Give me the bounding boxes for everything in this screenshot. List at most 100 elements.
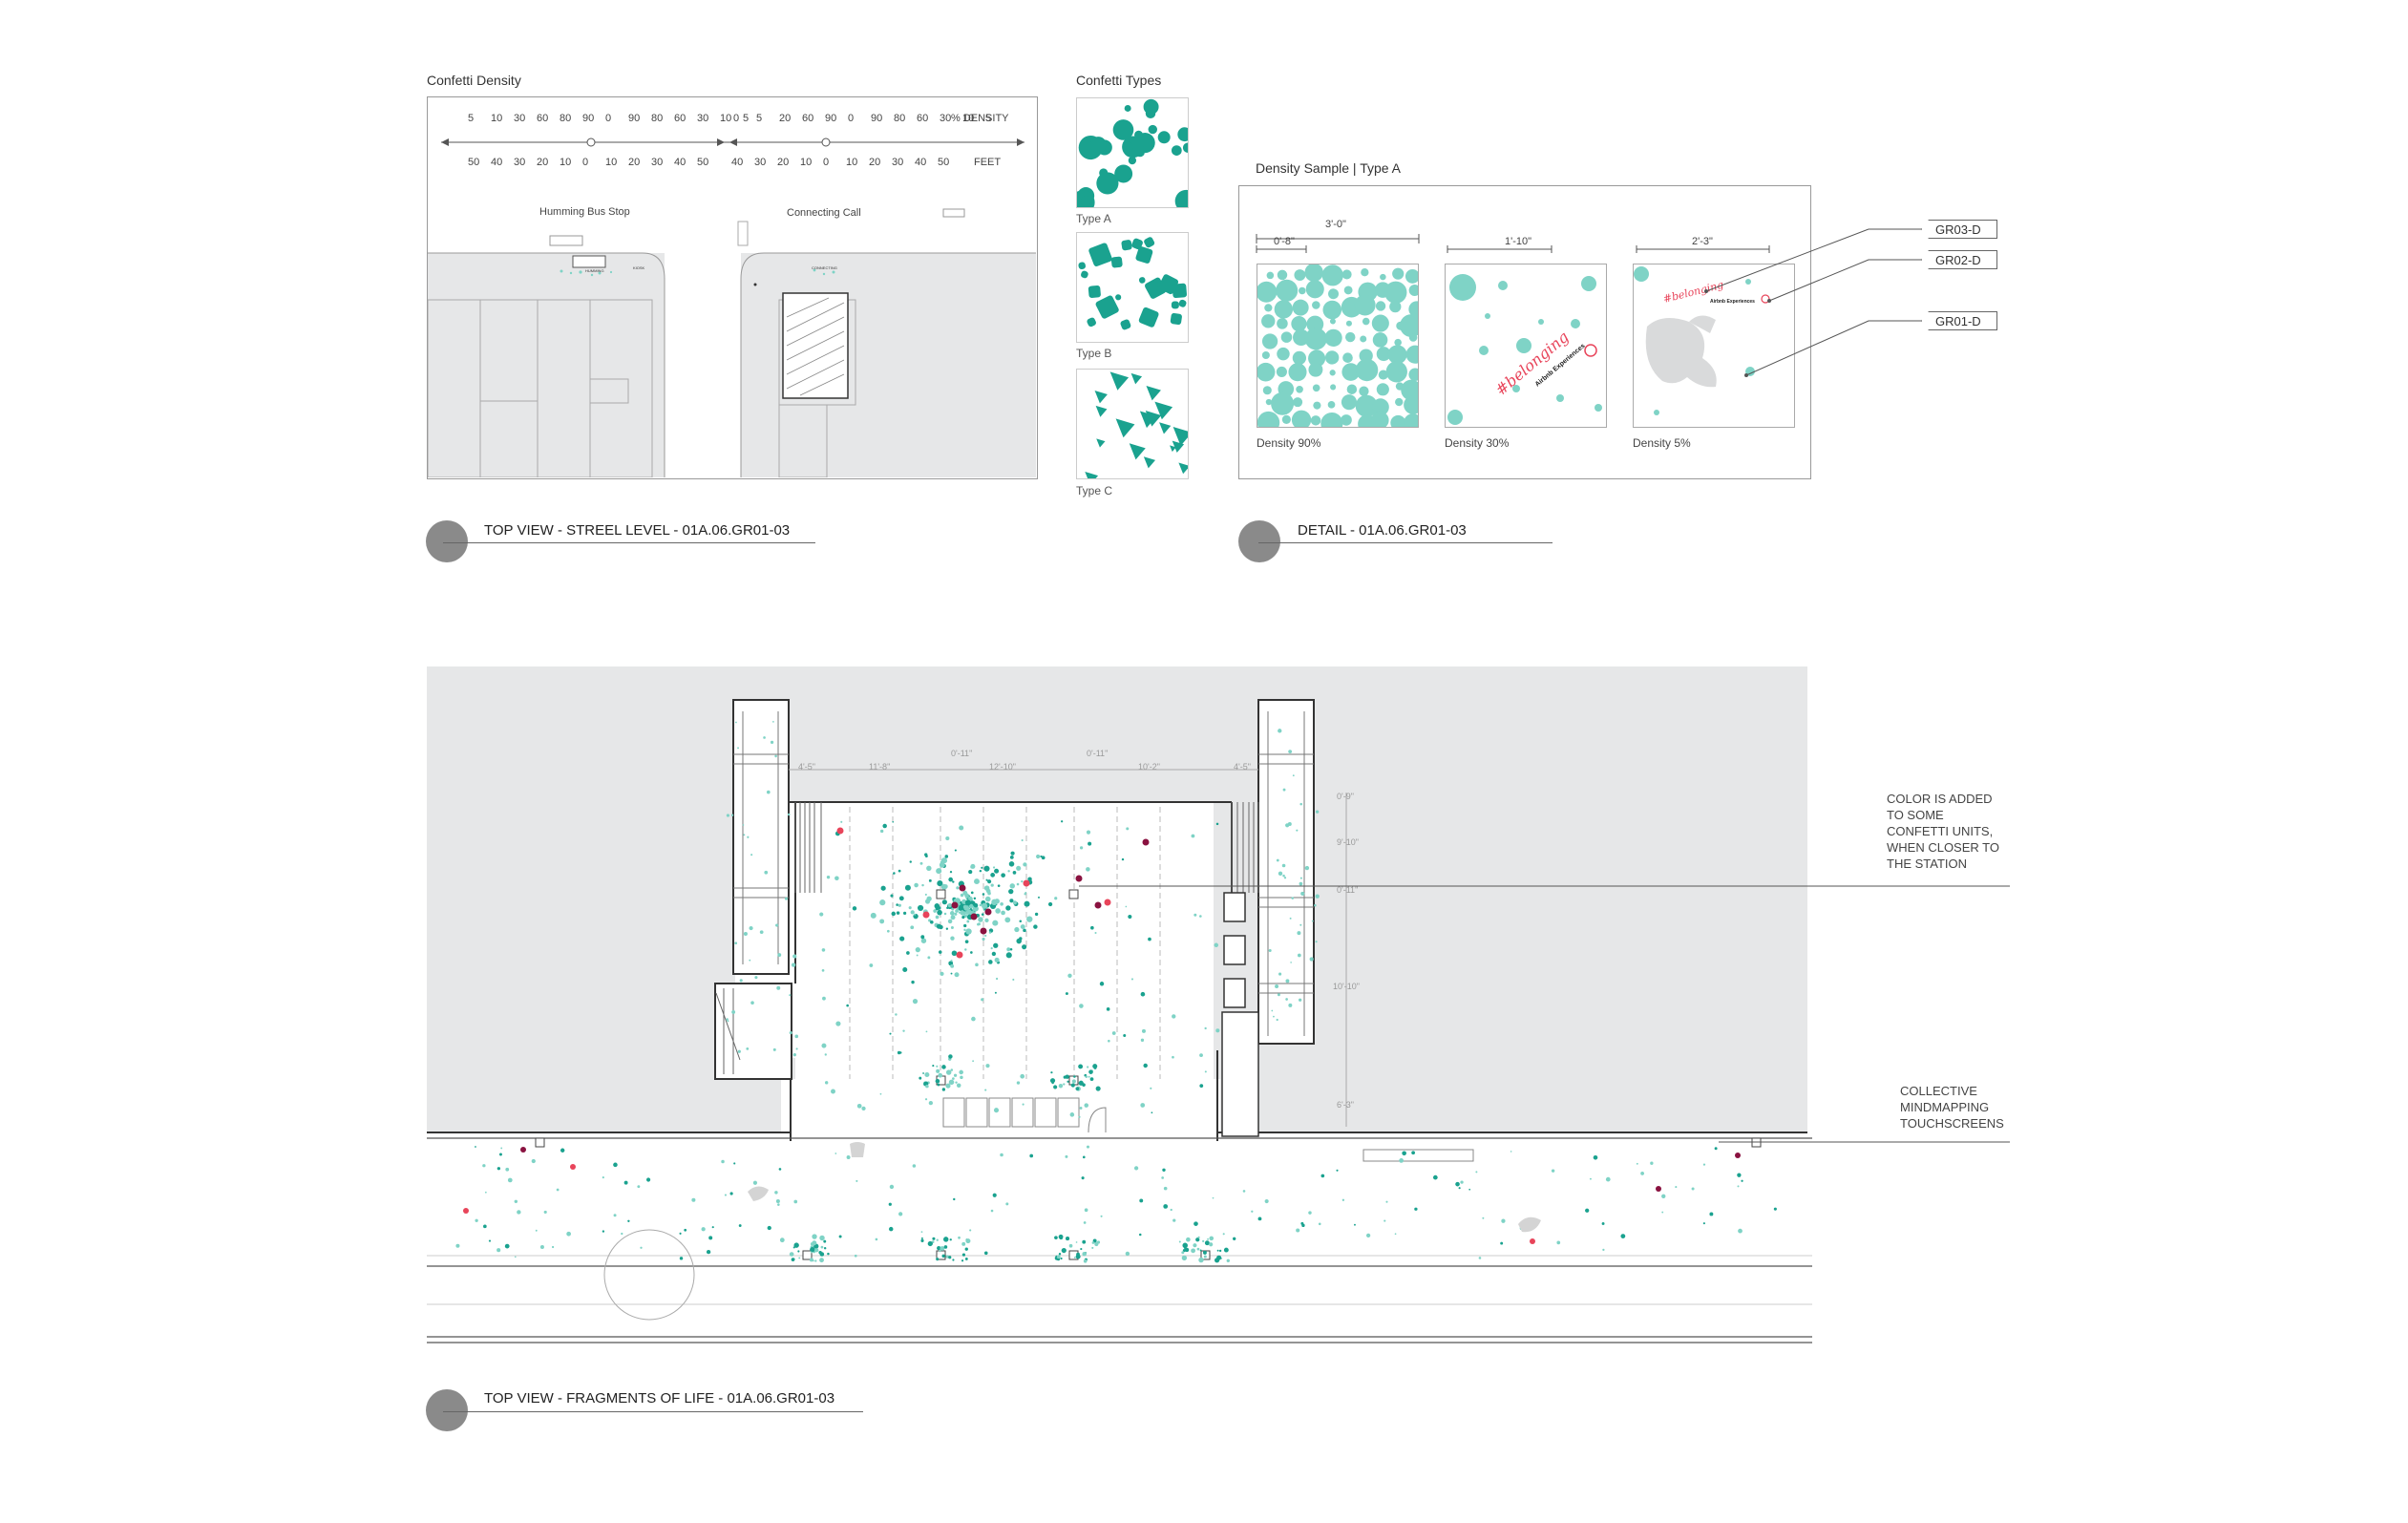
plan-dimension-label: 10'-10" bbox=[1333, 982, 1360, 991]
scale-number: 40 bbox=[674, 157, 686, 168]
sample-30-label: Density 30% bbox=[1445, 436, 1510, 450]
scale-number: 5 bbox=[468, 113, 475, 124]
scale-number: 20 bbox=[628, 157, 641, 168]
scale-number: 30 bbox=[697, 113, 709, 124]
scale-number: 40 bbox=[731, 157, 744, 168]
scale-number: 40 bbox=[491, 157, 503, 168]
scale-number: 90 bbox=[825, 113, 837, 124]
scale-number: 30 bbox=[514, 157, 526, 168]
scale-number: 5 bbox=[756, 113, 763, 124]
bus-stop-label: Humming Bus Stop bbox=[539, 206, 630, 218]
connecting-call-label: Connecting Call bbox=[787, 207, 861, 219]
scale-number: 5 bbox=[743, 113, 750, 124]
plan-dimension-label: 6'-3" bbox=[1337, 1100, 1354, 1110]
plan-dimension-label: 12'-10" bbox=[989, 762, 1016, 772]
scale-number: 0 bbox=[605, 113, 612, 124]
scale-number: 60 bbox=[802, 113, 814, 124]
plan-dimension-label: 0'-11" bbox=[951, 749, 973, 758]
type-a-swatch bbox=[1076, 97, 1189, 208]
scale-number: 0 bbox=[823, 157, 830, 168]
color-note-line: TO SOME bbox=[1887, 808, 1944, 822]
scale-number: 50 bbox=[468, 157, 480, 168]
feet-unit-label: FEET bbox=[974, 157, 1002, 168]
scale-number: 30 bbox=[651, 157, 664, 168]
touch-note-line: TOUCHSCREENS bbox=[1900, 1116, 2004, 1131]
scale-number: 60 bbox=[917, 113, 929, 124]
scale-number: 0 bbox=[582, 157, 589, 168]
type-b-label: Type B bbox=[1076, 347, 1112, 360]
street-plan: HUMMING KIOSK CONNECTING bbox=[428, 137, 1036, 477]
color-note-line: COLOR IS ADDED bbox=[1887, 792, 1993, 806]
touch-note: COLLECTIVE MINDMAPPING TOUCHSCREENS bbox=[1900, 1083, 2004, 1132]
section-underline-street bbox=[443, 542, 815, 543]
scale-number: 10 bbox=[962, 113, 975, 124]
svg-text:CONNECTING: CONNECTING bbox=[812, 265, 837, 270]
plan-dimension-label: 0'-11" bbox=[1337, 885, 1359, 895]
scale-number: 50 bbox=[938, 157, 950, 168]
scale-number: 0 bbox=[848, 113, 855, 124]
scale-number: 10 bbox=[491, 113, 503, 124]
plan-dimension-label: 11'-8" bbox=[869, 762, 891, 772]
types-title: Confetti Types bbox=[1076, 73, 1162, 88]
touch-note-line: MINDMAPPING bbox=[1900, 1100, 1990, 1114]
plan-dimension-label: 4'-5" bbox=[798, 762, 815, 772]
scale-number: 90 bbox=[582, 113, 595, 124]
color-note: COLOR IS ADDED TO SOME CONFETTI UNITS, W… bbox=[1887, 791, 1999, 872]
density-frame: HUMMING KIOSK CONNECTING 5 10 30 60 80 90 0 90 8… bbox=[427, 96, 1038, 479]
type-c-label: Type C bbox=[1076, 484, 1113, 497]
sample-1-dim-inner: 0'-8" bbox=[1274, 236, 1295, 247]
sample-5-label: Density 5% bbox=[1633, 436, 1691, 450]
touch-note-line: COLLECTIVE bbox=[1900, 1084, 1977, 1098]
svg-text:HUMMING: HUMMING bbox=[585, 268, 604, 273]
scale-number: 90 bbox=[628, 113, 641, 124]
section-marker-detail bbox=[1238, 520, 1280, 562]
scale-number: 80 bbox=[894, 113, 906, 124]
plan-dimension-label: 10'-2" bbox=[1138, 762, 1160, 772]
tag-gr03: GR03-D bbox=[1921, 220, 1997, 239]
scale-number: 30 bbox=[892, 157, 904, 168]
section-underline-fragments bbox=[443, 1411, 863, 1412]
section-title-detail: DETAIL - 01A.06.GR01-03 bbox=[1298, 522, 1467, 539]
scale-number: 40 bbox=[915, 157, 927, 168]
scale-number: 30 bbox=[754, 157, 767, 168]
plan-dimension-label: 4'-5" bbox=[1234, 762, 1251, 772]
plan-dimension-label: 0'-9" bbox=[1337, 792, 1354, 801]
scale-number: 20 bbox=[779, 113, 792, 124]
scale-number: 50 bbox=[697, 157, 709, 168]
section-title-fragments: TOP VIEW - FRAGMENTS OF LIFE - 01A.06.GR… bbox=[484, 1390, 835, 1407]
section-title-street: TOP VIEW - STREEL LEVEL - 01A.06.GR01-03 bbox=[484, 522, 791, 539]
samples-title: Density Sample | Type A bbox=[1256, 160, 1402, 176]
scale-number: 10 bbox=[846, 157, 858, 168]
section-underline-detail bbox=[1258, 542, 1553, 543]
scale-number: 80 bbox=[651, 113, 664, 124]
section-marker-street bbox=[426, 520, 468, 562]
sample-dims bbox=[1256, 234, 1770, 253]
section-marker-fragments bbox=[426, 1389, 468, 1431]
plan-dimension-label: 9'-10" bbox=[1337, 837, 1359, 847]
type-a-label: Type A bbox=[1076, 212, 1111, 225]
scale-number: 5 bbox=[985, 113, 992, 124]
scale-number: 10 bbox=[800, 157, 813, 168]
sample-2-dim: 1'-10" bbox=[1505, 236, 1532, 247]
scale-number: 60 bbox=[674, 113, 686, 124]
scale-number: 10 bbox=[720, 113, 732, 124]
color-note-line: CONFETTI UNITS, bbox=[1887, 824, 1994, 838]
scale-number: 90 bbox=[871, 113, 883, 124]
plan-dimension-label: 0'-11" bbox=[1087, 749, 1109, 758]
scale-number: 10 bbox=[560, 157, 572, 168]
sample-90-label: Density 90% bbox=[1257, 436, 1321, 450]
svg-text:Airbnb Experiences: Airbnb Experiences bbox=[1710, 299, 1755, 305]
sample-90-swatch bbox=[1257, 264, 1419, 428]
density-title: Confetti Density bbox=[427, 73, 521, 88]
sample-30-swatch: #belonging Airbnb Experiences bbox=[1445, 264, 1607, 428]
scale-number: 20 bbox=[869, 157, 881, 168]
scale-number: 20 bbox=[537, 157, 549, 168]
type-c-swatch bbox=[1076, 369, 1189, 479]
scale-number: 80 bbox=[560, 113, 572, 124]
scale-number: 60 bbox=[537, 113, 549, 124]
